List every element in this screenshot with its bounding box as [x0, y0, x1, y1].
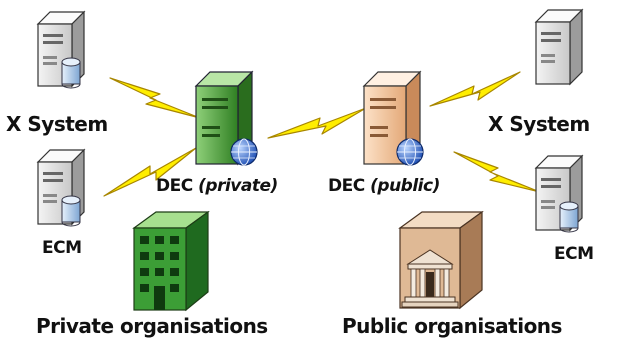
- private-organisations-label: Private organisations: [36, 314, 268, 338]
- dec-public-suffix: (public): [370, 176, 440, 196]
- ecm-right-label: ECM: [554, 244, 594, 264]
- office-building-icon: [132, 210, 210, 312]
- dec-public-label: DEC (public): [328, 176, 440, 196]
- lightning-icon: [453, 151, 541, 193]
- dec-private-suffix: (private): [198, 176, 278, 196]
- dec-private-prefix: DEC: [156, 176, 199, 196]
- x-system-right-label: X System: [488, 112, 590, 136]
- database-icon: [559, 201, 579, 233]
- ecm-left-label: ECM: [42, 238, 82, 258]
- database-icon: [61, 195, 81, 227]
- dec-private-label: DEC (private): [156, 176, 278, 196]
- dec-public-prefix: DEC: [328, 176, 371, 196]
- server-icon: [534, 8, 584, 86]
- public-building-icon: [398, 210, 484, 310]
- x-system-left-label: X System: [6, 112, 108, 136]
- lightning-icon: [109, 77, 201, 119]
- public-organisations-label: Public organisations: [342, 314, 562, 338]
- globe-icon: [396, 138, 424, 166]
- lightning-icon: [429, 71, 521, 107]
- server-icon: [36, 148, 86, 226]
- database-icon: [61, 57, 81, 89]
- globe-icon: [230, 138, 258, 166]
- lightning-icon: [267, 107, 367, 139]
